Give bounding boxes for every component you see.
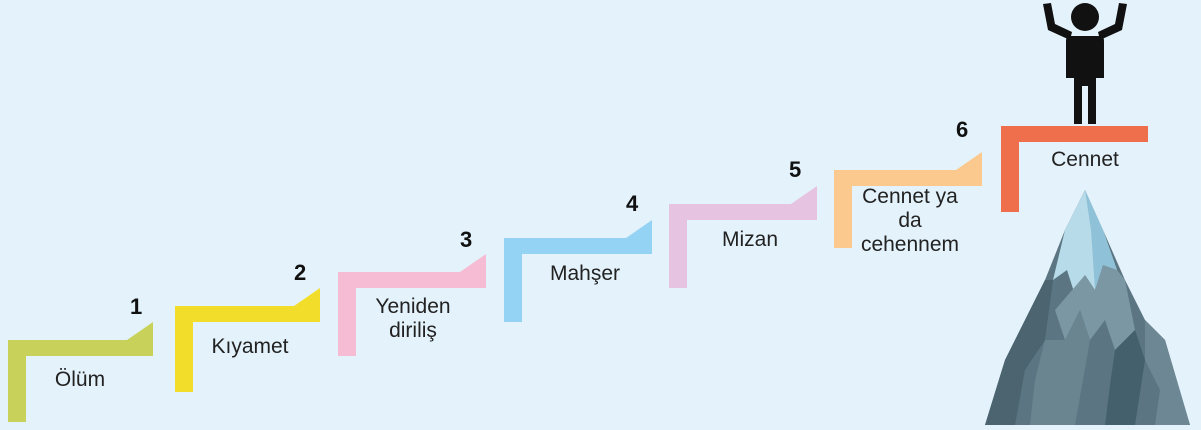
step-corner-marker xyxy=(956,152,982,170)
step-corner-marker xyxy=(791,186,817,204)
step-number: 2 xyxy=(294,260,307,285)
summit-label: Cennet xyxy=(1051,148,1119,171)
step-corner-marker xyxy=(460,254,486,272)
step-label: Yeniden diriliş xyxy=(375,295,451,342)
summit-bar-left xyxy=(1001,126,1019,212)
mountain-icon xyxy=(985,190,1190,425)
step-bar-left xyxy=(834,170,852,248)
step-label: Ölüm xyxy=(54,368,106,391)
step-number: 1 xyxy=(130,294,143,319)
step-bar-left xyxy=(669,204,687,288)
step-bar-left xyxy=(8,340,26,422)
step-label: Cennet ya da cehennem xyxy=(860,185,960,256)
step-number: 6 xyxy=(956,117,969,142)
step-bar-top xyxy=(669,204,817,220)
step-bar-top xyxy=(8,340,153,356)
step-number: 5 xyxy=(789,157,802,182)
step-bar-left xyxy=(175,306,193,392)
step-corner-marker xyxy=(294,288,320,306)
step-number: 3 xyxy=(460,227,473,252)
step-corner-marker xyxy=(626,220,652,238)
step-corner-marker xyxy=(127,322,153,340)
step-bar-top xyxy=(338,272,486,288)
step-label: Kıyamet xyxy=(211,335,289,358)
summit-bar-top xyxy=(1001,126,1148,142)
step-bar-top xyxy=(175,306,320,322)
step-number: 4 xyxy=(626,191,639,216)
step-bar-left xyxy=(338,272,356,356)
step-label: Mizan xyxy=(721,228,779,251)
step-label: Mahşer xyxy=(549,262,621,285)
step-bar-top xyxy=(834,170,982,186)
person-celebrating-icon xyxy=(1043,3,1127,124)
step-bar-top xyxy=(504,238,652,254)
step-bar-left xyxy=(504,238,522,322)
